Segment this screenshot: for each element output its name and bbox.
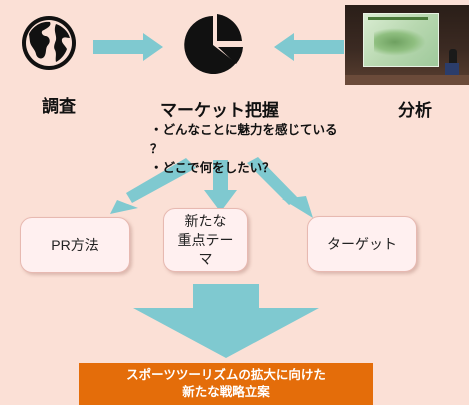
box-new-theme: 新たな 重点テー マ [163, 208, 248, 272]
arrow-left-icon [274, 33, 344, 61]
question-2: ・どこで何をしたい？ [150, 161, 275, 175]
label-analysis: 分析 [398, 101, 432, 120]
box-pr-method: PR方法 [20, 217, 130, 273]
box-theme-line-1: 新たな [184, 212, 227, 229]
strategy-box: スポーツツーリズムの拡大に向けた 新たな戦略立案 [79, 363, 373, 405]
screen-title-bar [368, 17, 428, 20]
label-research: 調査 [42, 97, 76, 116]
box-pr-label: PR方法 [51, 236, 99, 253]
question-1-mark: ？ [150, 142, 163, 156]
box-theme-line-3: マ [198, 250, 213, 267]
presentation-photo [345, 5, 469, 85]
strategy-line-1: スポーツツーリズムの拡大に向けた [126, 368, 326, 382]
pie-chart-icon [184, 14, 243, 74]
market-questions: ・どんなことに魅力を感じている ？ ・どこで何をしたい？ [150, 121, 368, 178]
arrow-to-theme [204, 160, 237, 212]
label-market: マーケット把握 [160, 101, 279, 120]
arrow-down-icon [133, 284, 319, 358]
projection-screen [363, 13, 439, 67]
speaker-figure [449, 49, 457, 63]
box-theme-line-2: 重点テー [177, 231, 234, 248]
stage [345, 75, 469, 85]
arrow-right-icon [93, 33, 163, 61]
box-target-label: ターゲット [327, 235, 397, 252]
screen-map-image [374, 28, 426, 56]
globe-icon [22, 16, 76, 70]
arrow-to-target [247, 157, 313, 218]
box-target: ターゲット [307, 216, 417, 272]
arrow-to-pr [110, 158, 196, 214]
question-1: ・どんなことに魅力を感じている [150, 123, 338, 137]
strategy-line-2: 新たな戦略立案 [182, 385, 270, 399]
